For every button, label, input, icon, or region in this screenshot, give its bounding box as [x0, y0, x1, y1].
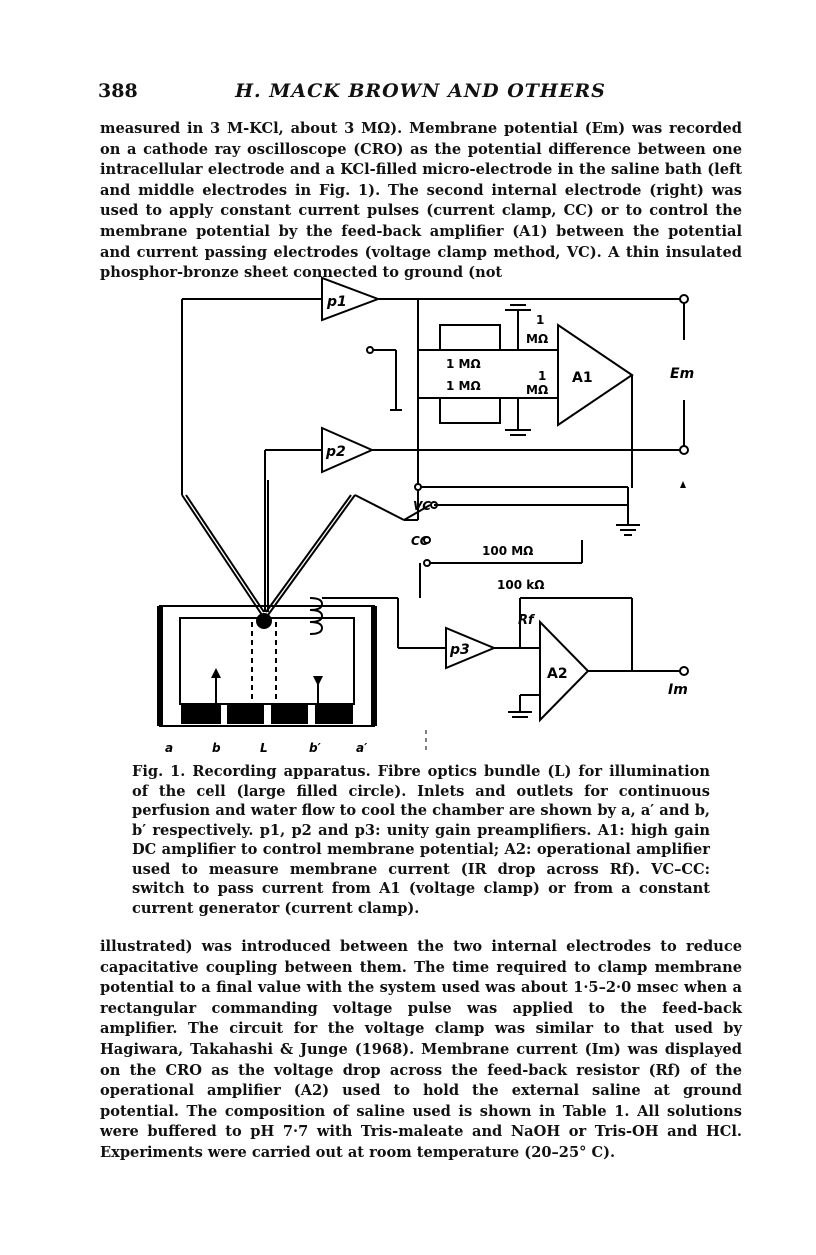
label-cc: CC — [411, 534, 429, 548]
label-a-prime: a′ — [356, 741, 368, 755]
label-r2: 1 MΩ — [446, 379, 481, 393]
label-b-prime: b′ — [309, 741, 322, 755]
label-a1: A1 — [572, 370, 593, 386]
label-em: Em — [670, 366, 694, 382]
label-r3: 1 — [536, 313, 544, 327]
label-a2: A2 — [547, 666, 568, 682]
label-l: L — [260, 741, 268, 755]
label-p2: p2 — [325, 444, 346, 460]
body-paragraph-1: measured in 3 M-KCl, about 3 MΩ). Membra… — [100, 120, 742, 282]
page-number: 388 — [98, 80, 138, 102]
label-rf: Rf — [518, 613, 536, 628]
label-r3-unit: MΩ — [526, 332, 548, 346]
running-title: H. MACK BROWN AND OTHERS — [235, 80, 606, 102]
label-r4: 1 — [538, 369, 546, 383]
a1-amplifier — [557, 323, 634, 427]
label-100m: 100 MΩ — [482, 544, 533, 558]
label-b: b — [212, 741, 221, 755]
label-100k: 100 kΩ — [497, 578, 544, 592]
page-header: 388 H. MACK BROWN AND OTHERS — [98, 80, 743, 110]
circuit-figure: p1 p2 p3 A1 A2 Em Im Rf 1 MΩ 1 MΩ 1 MΩ 1… — [157, 276, 694, 755]
label-r4-unit: MΩ — [526, 383, 548, 397]
a2-amplifier — [539, 619, 590, 723]
label-a: a — [165, 741, 173, 755]
label-vc: VC — [413, 499, 431, 513]
label-im: Im — [668, 682, 688, 698]
label-r1: 1 MΩ — [446, 357, 481, 371]
body-paragraph-2: illustrated) was introduced between the … — [100, 938, 742, 1161]
figure-caption: Fig. 1. Recording apparatus. Fibre optic… — [132, 763, 710, 917]
cell-filled-circle — [256, 613, 272, 629]
label-p1: p1 — [326, 294, 347, 310]
label-p3: p3 — [449, 642, 470, 658]
